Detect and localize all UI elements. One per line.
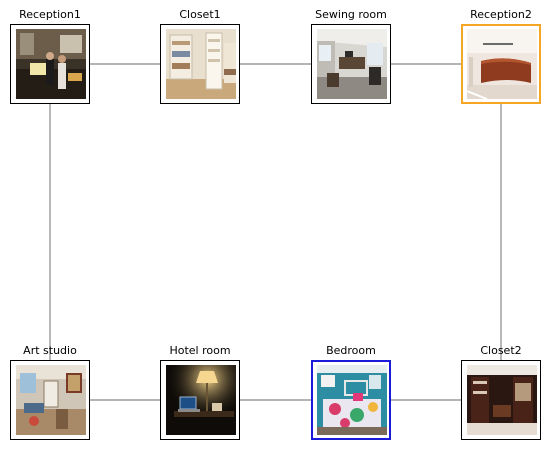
node-label: Closet1 — [179, 8, 221, 21]
node-label: Bedroom — [326, 344, 376, 357]
node-label: Reception2 — [470, 8, 532, 21]
reception-photo — [16, 29, 86, 99]
bedroom-photo — [317, 365, 387, 435]
room-node-art-studio — [10, 360, 90, 440]
walk-in-closet-photo — [467, 365, 537, 435]
graph-edges — [49, 63, 502, 401]
room-node-reception2 — [461, 24, 541, 104]
room-node-closet2 — [461, 360, 541, 440]
room-node-bedroom — [311, 360, 391, 440]
hotel-room-photo — [166, 365, 236, 435]
room-node-sewing-room — [311, 24, 391, 104]
sewing-room-photo — [317, 29, 387, 99]
art-studio-photo — [16, 365, 86, 435]
node-label: Closet2 — [480, 344, 522, 357]
node-label: Art studio — [23, 344, 77, 357]
node-label: Hotel room — [169, 344, 231, 357]
node-label: Sewing room — [315, 8, 387, 21]
room-node-closet1 — [160, 24, 240, 104]
closet-photo — [166, 29, 236, 99]
node-label: Reception1 — [19, 8, 81, 21]
room-node-hotel-room — [160, 360, 240, 440]
room-node-reception1 — [10, 24, 90, 104]
reception-desk-photo — [467, 29, 537, 99]
